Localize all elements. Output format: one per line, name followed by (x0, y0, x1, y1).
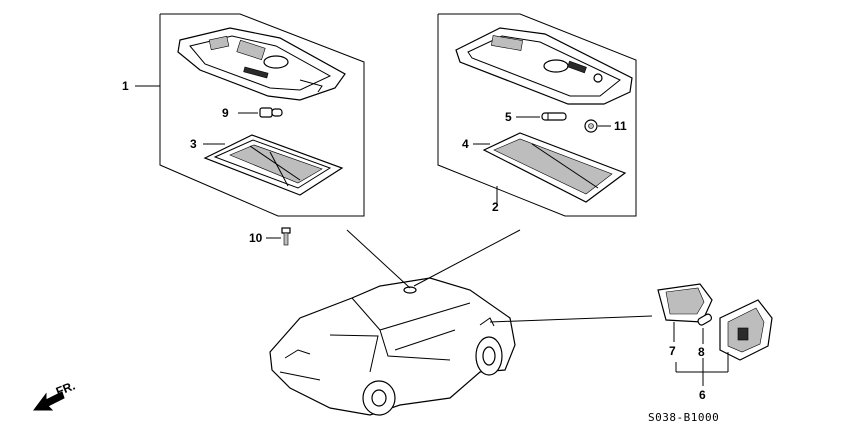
diagram-code: S038-B1000 (648, 411, 719, 424)
callout-2: 2 (492, 200, 499, 214)
trunk-light-lens-7 (657, 283, 713, 342)
direction-label: FR. (54, 379, 77, 399)
left-map-light-housing (177, 27, 346, 101)
callout-8: 8 (698, 345, 705, 359)
callout-11: 11 (614, 119, 627, 133)
front-direction-arrow-icon (33, 391, 65, 411)
car-to-assembly-leaders (346, 229, 653, 323)
nut-11 (584, 119, 611, 133)
right-bulb-5 (516, 112, 567, 121)
left-lens-3 (203, 134, 344, 196)
assembly-1-bracket (135, 13, 365, 217)
callout-4: 4 (462, 137, 469, 151)
callout-6: 6 (699, 388, 706, 402)
car-silhouette (269, 277, 516, 416)
callout-3: 3 (190, 137, 197, 151)
assembly-2-bracket (437, 13, 637, 217)
right-map-light-housing (455, 27, 633, 105)
trunk-light-housing-6 (675, 299, 773, 386)
callout-5: 5 (505, 110, 512, 124)
right-lens-4 (473, 132, 627, 203)
callout-1: 1 (122, 79, 129, 93)
callout-10: 10 (249, 231, 263, 245)
callout-7: 7 (669, 344, 676, 358)
callout-9: 9 (222, 106, 229, 120)
screw-10 (266, 227, 291, 246)
trunk-bulb-8 (697, 313, 713, 344)
left-bulb-9 (238, 107, 283, 118)
